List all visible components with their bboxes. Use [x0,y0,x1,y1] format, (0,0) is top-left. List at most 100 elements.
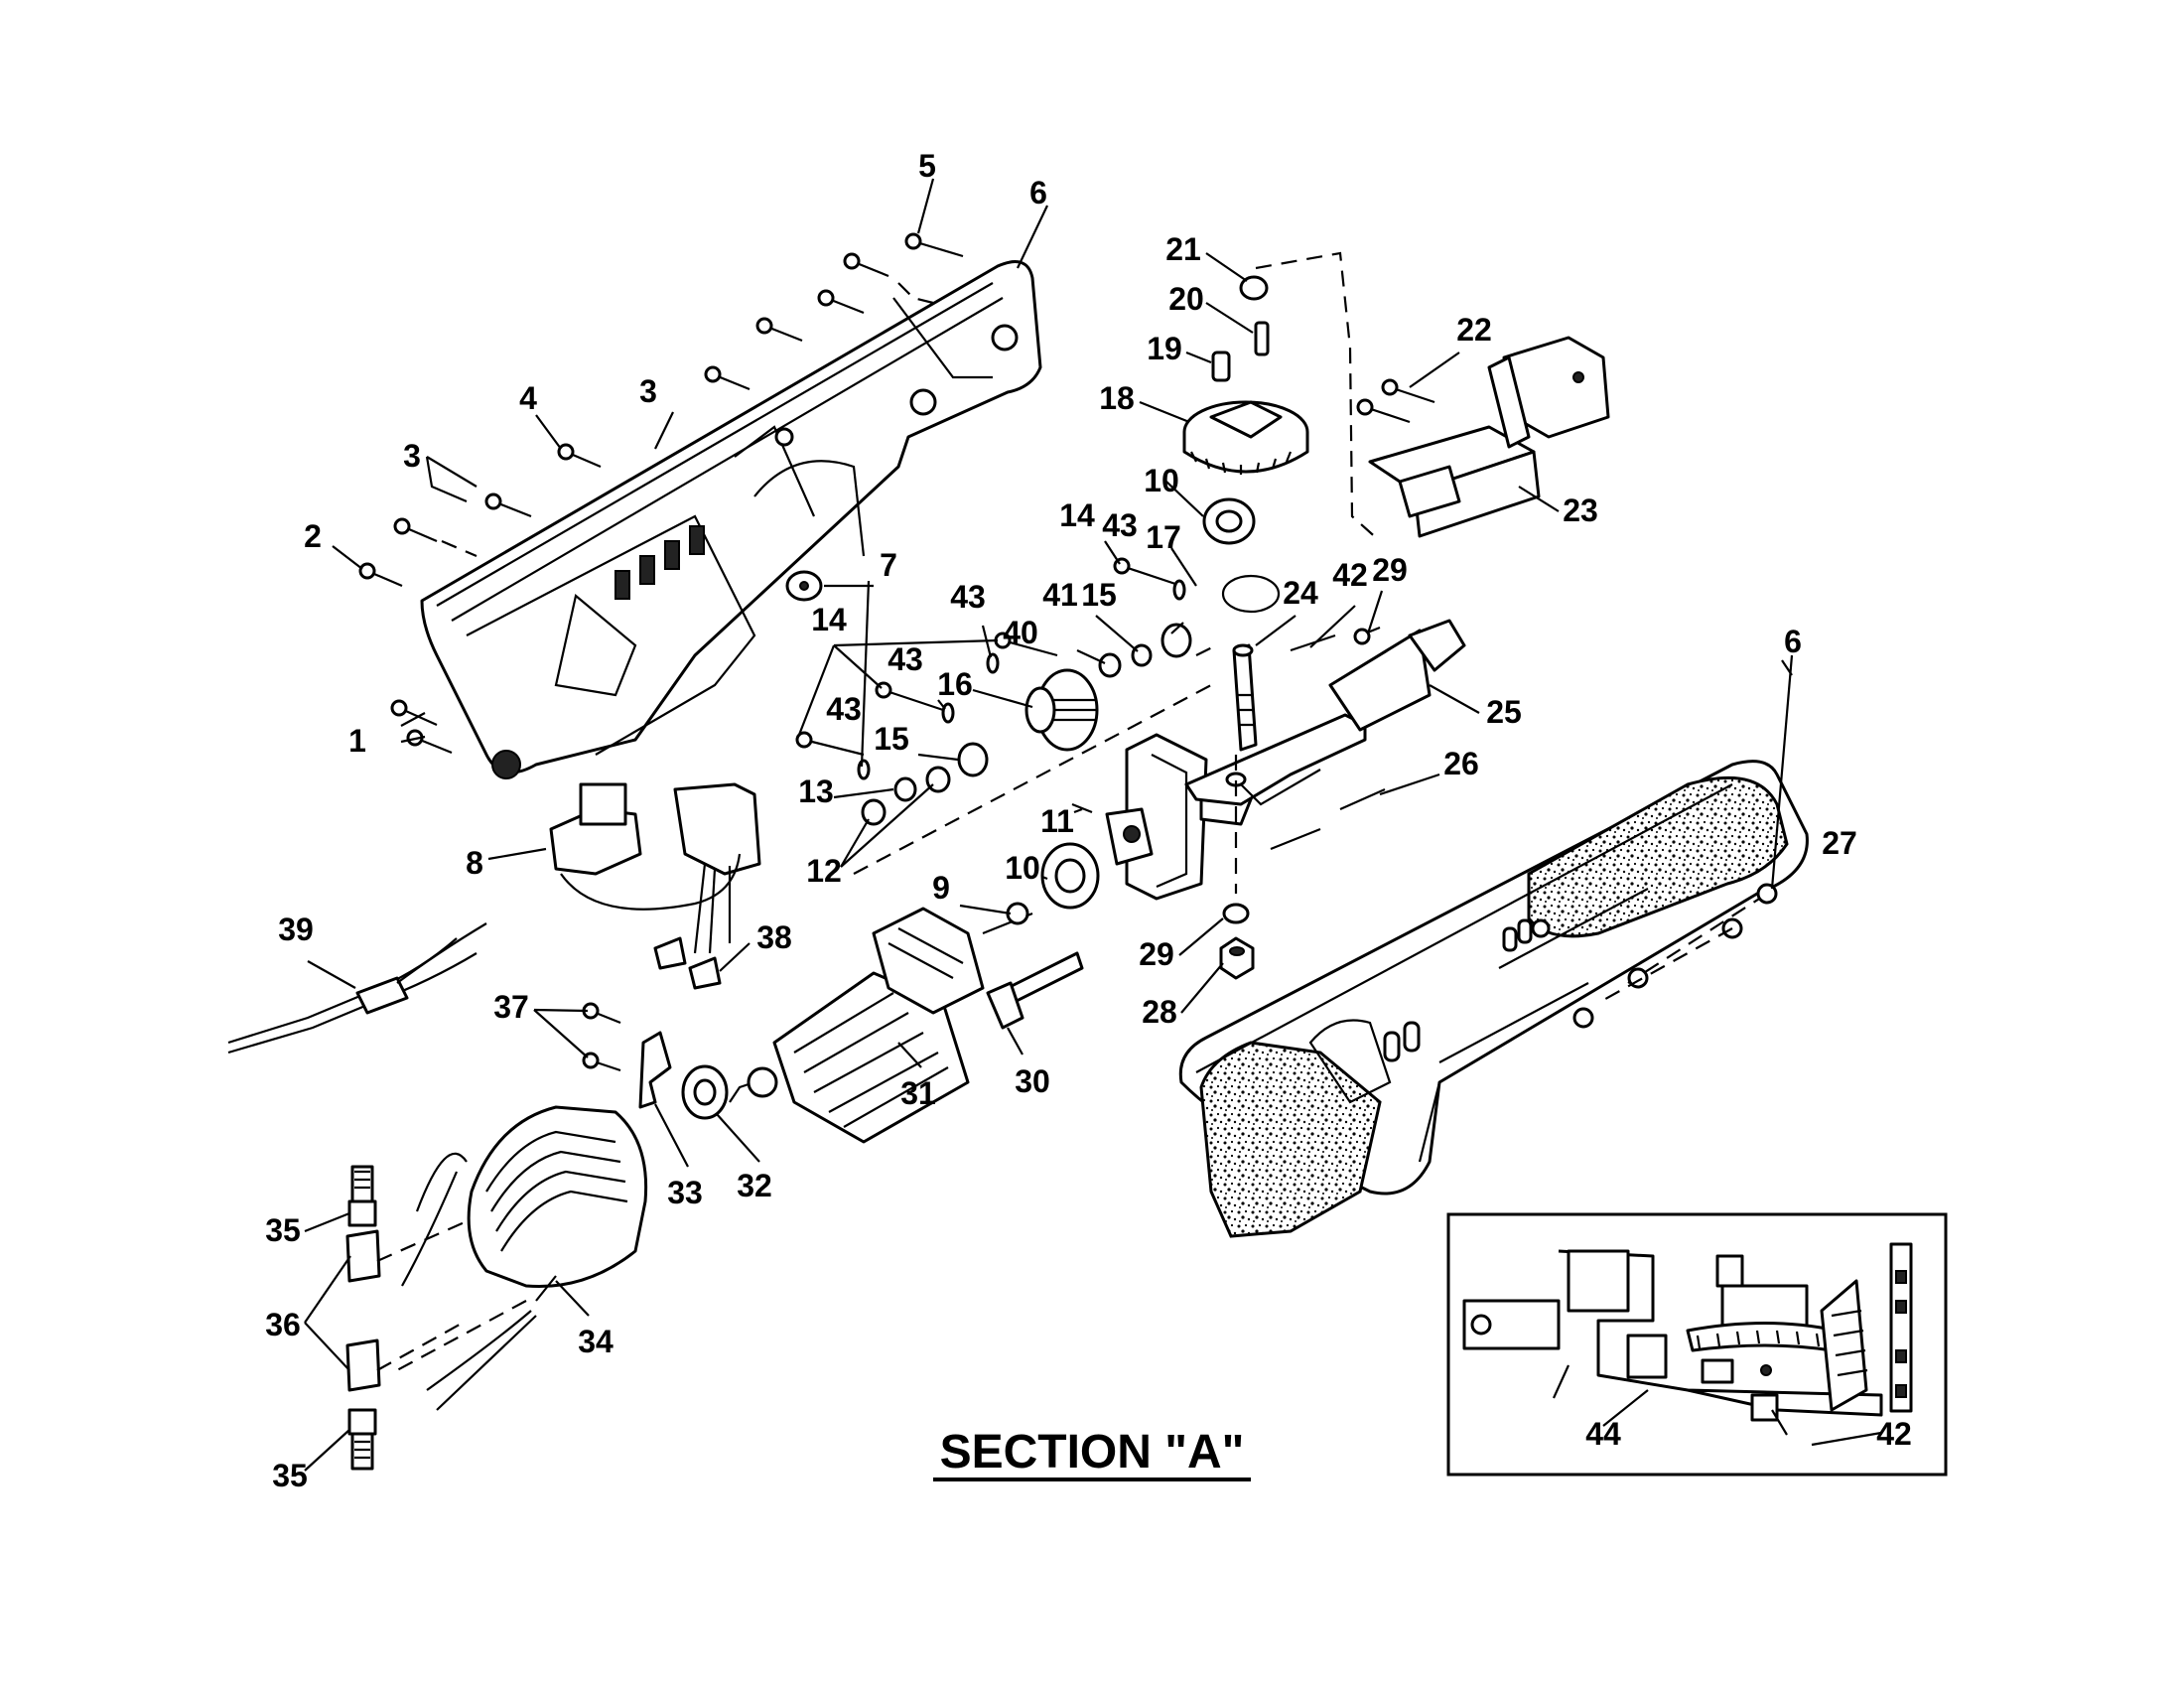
label-part-1: 1 [348,723,366,759]
power-cord [227,922,487,1055]
switch-assembly [549,782,761,954]
label-part-42: 42 [1332,557,1368,593]
label-part-20: 20 [1168,281,1204,317]
upper-bearing [1202,497,1256,545]
label-part-19: 19 [1147,331,1182,366]
washer-29 [1222,903,1250,924]
pin-20 [1254,321,1270,356]
label-part-41: 41 [1042,577,1078,613]
label-part-8: 8 [466,845,483,881]
nut-13 [893,776,917,802]
label-part-36: 36 [265,1307,301,1342]
label-part-25: 25 [1486,694,1522,730]
label-part-17: 17 [1146,519,1181,555]
label-part-31: 31 [900,1075,936,1111]
leader-lines [304,178,1882,1472]
left-housing-half [420,260,1042,779]
section-a-inset [1446,1212,1948,1477]
label-part-42: 42 [1876,1416,1912,1452]
plunger [986,951,1084,1030]
pin-11 [1071,802,1093,814]
crank-gear [1182,400,1309,475]
pin-26 [1339,787,1386,811]
washer-12b [861,798,887,826]
sleeve-bearing [957,742,989,777]
spindle-shaft [1232,643,1258,752]
label-part-40: 40 [1003,615,1038,650]
label-part-24: 24 [1283,575,1318,611]
bushing-21 [1239,275,1269,301]
part-number-labels: 1 2 3 3 4 5 6 6 7 8 9 10 10 11 12 13 14 … [265,148,1912,1493]
label-part-7: 7 [880,547,897,583]
label-part-32: 32 [737,1168,772,1203]
label-part-6: 6 [1029,175,1047,211]
brush-spring [638,1031,672,1109]
hex-nuts-27 [1572,883,1778,1029]
label-part-3: 3 [639,373,657,409]
label-part-30: 30 [1015,1063,1050,1099]
screws-14 [795,557,1182,757]
label-part-44: 44 [1585,1416,1621,1452]
label-part-43: 43 [1102,507,1138,543]
rear-bearing [681,1064,729,1120]
label-part-23: 23 [1563,493,1598,528]
shuttle-frame [1184,619,1466,806]
field-coil [396,1105,648,1411]
label-part-10: 10 [1144,463,1179,498]
armature [729,907,1033,1144]
dash-21-23 [1255,251,1381,542]
label-part-3: 3 [403,438,421,474]
label-part-39: 39 [278,912,314,947]
label-part-13: 13 [798,774,834,809]
label-part-28: 28 [1142,994,1177,1030]
label-part-22: 22 [1456,312,1492,348]
label-part-26: 26 [1443,746,1479,781]
label-part-4: 4 [519,380,537,416]
ball-bearing [1040,842,1100,910]
label-part-12: 12 [806,853,842,889]
brush-holder-top [345,1165,381,1283]
screws-22 [1356,378,1435,424]
pin-42 [1290,633,1336,652]
sleeve-bearing [1160,623,1192,658]
handle-vent-slots [1383,918,1533,1062]
label-part-43: 43 [887,641,923,677]
right-housing-half [1178,760,1809,1238]
blade-clamp [1368,336,1610,538]
hex-nut [1219,936,1255,980]
label-part-43: 43 [950,579,986,615]
label-part-34: 34 [578,1324,614,1359]
screws-37 [582,1002,621,1072]
brush-holder-bottom [345,1338,381,1471]
label-part-18: 18 [1099,380,1135,416]
drive-gear [1024,668,1099,752]
label-part-33: 33 [667,1175,703,1210]
label-part-43: 43 [826,691,862,727]
label-part-15: 15 [1081,577,1117,613]
label-part-9: 9 [932,870,950,906]
label-part-5: 5 [918,148,936,184]
small-washers-43 [857,579,1186,780]
label-part-15: 15 [874,721,909,757]
label-part-38: 38 [756,919,792,955]
gear-case [1105,733,1253,901]
label-part-14: 14 [811,602,847,637]
housing-screws [358,232,964,755]
label-part-35: 35 [272,1458,308,1493]
retaining-ring-17 [1221,574,1281,614]
pin-19 [1211,351,1231,382]
label-part-27: 27 [1822,825,1857,861]
label-part-16: 16 [937,666,973,702]
housing-vent-slots [614,525,705,600]
label-part-6: 6 [1784,624,1802,659]
label-part-29: 29 [1372,552,1408,588]
label-part-11: 11 [1040,803,1074,839]
wire-nuts [653,936,722,990]
label-part-21: 21 [1165,231,1201,267]
label-part-14: 14 [1059,497,1095,533]
label-part-2: 2 [304,518,322,554]
label-part-10: 10 [1005,850,1040,886]
label-part-29: 29 [1139,936,1174,972]
